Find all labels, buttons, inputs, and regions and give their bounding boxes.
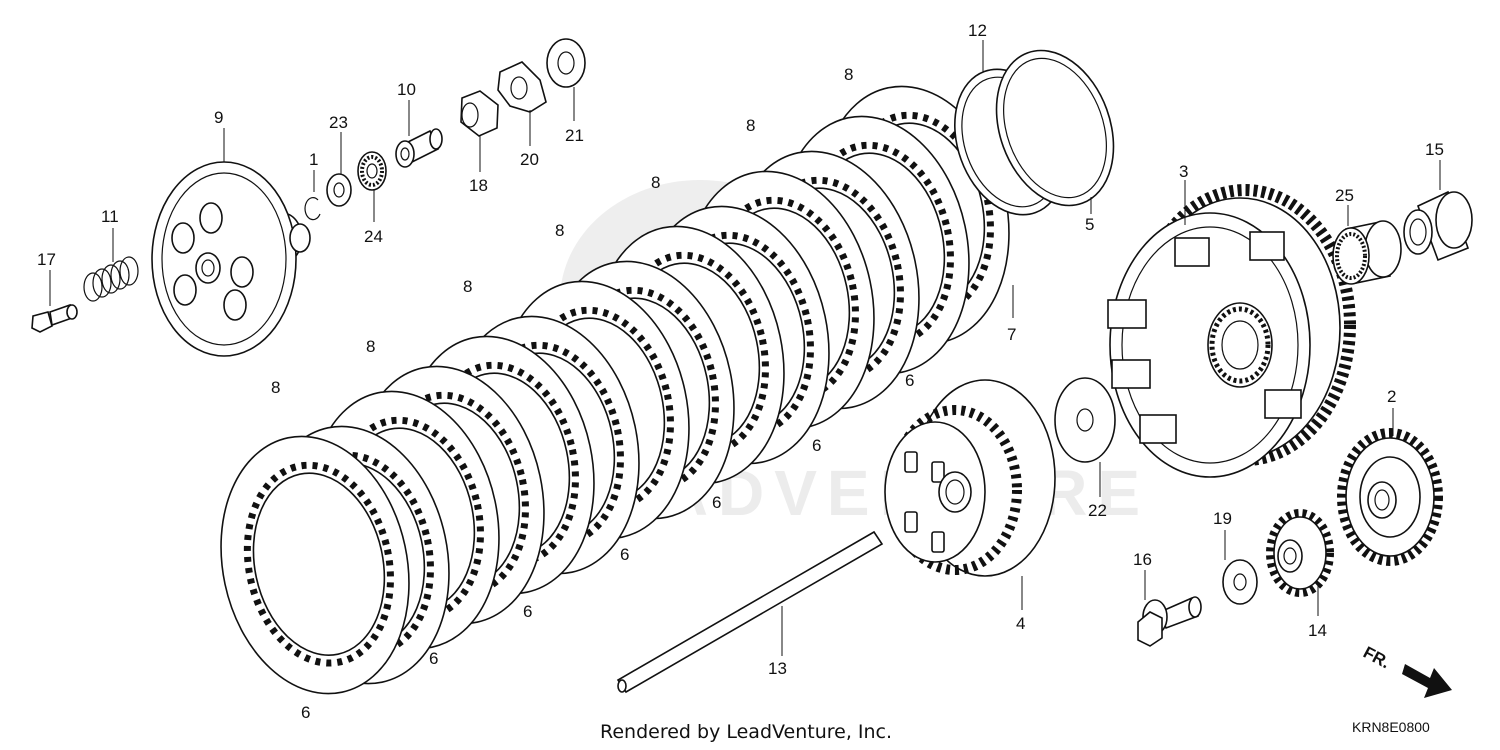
clutch-plate[interactable]: [198, 419, 432, 712]
callout-25: 25: [1335, 186, 1354, 205]
push-rod[interactable]: [616, 530, 884, 694]
callout-9: 9: [214, 108, 223, 127]
callout-12: 12: [968, 21, 987, 40]
callouts: 1 2 3 4 5 6 6 6 6 6 6 6 7 8 8 8 8 8 8 8 …: [37, 21, 1444, 722]
credit-text: Rendered by LeadVenture, Inc.: [600, 721, 892, 743]
callout-24: 24: [364, 227, 383, 246]
callout-8-c: 8: [463, 277, 472, 296]
lock-nut[interactable]: [460, 90, 499, 137]
callout-14: 14: [1308, 621, 1327, 640]
callout-7: 7: [1007, 325, 1016, 344]
callout-8-a: 8: [271, 378, 280, 397]
callout-2: 2: [1387, 387, 1396, 406]
bolt-17[interactable]: [31, 303, 78, 333]
callout-10: 10: [397, 80, 416, 99]
front-direction-label: FR.: [1360, 643, 1393, 673]
diagram-code: KRN8E0800: [1352, 719, 1430, 735]
callout-3: 3: [1179, 162, 1188, 181]
gear-14[interactable]: [1266, 509, 1334, 597]
callout-20: 20: [520, 150, 539, 169]
callout-5: 5: [1085, 215, 1094, 234]
callout-8-f: 8: [746, 116, 755, 135]
callout-13: 13: [768, 659, 787, 678]
callout-6-a: 6: [301, 703, 310, 722]
callout-18: 18: [469, 176, 488, 195]
clutch-spring[interactable]: [83, 256, 139, 302]
callout-6-d: 6: [620, 545, 629, 564]
collar[interactable]: [1403, 190, 1473, 262]
callout-22: 22: [1088, 501, 1107, 520]
callout-17: 17: [37, 250, 56, 269]
callout-11: 11: [101, 207, 119, 226]
washer-21[interactable]: [546, 38, 586, 88]
callout-19: 19: [1213, 509, 1232, 528]
pressure-plate[interactable]: [151, 161, 311, 357]
callout-6-e: 6: [712, 493, 721, 512]
primary-drive-gear[interactable]: [1337, 428, 1443, 566]
callout-8-d: 8: [555, 221, 564, 240]
callout-8-g: 8: [844, 65, 853, 84]
flange-bolt-16[interactable]: [1137, 596, 1202, 647]
callout-21: 21: [565, 126, 584, 145]
callout-8-e: 8: [651, 173, 660, 192]
thrust-washer-22[interactable]: [1054, 377, 1116, 463]
clutch-center[interactable]: [884, 379, 1056, 577]
clutch-lifter-piece[interactable]: [395, 128, 443, 168]
callout-1: 1: [309, 150, 318, 169]
washer-23[interactable]: [326, 173, 352, 207]
leader-lines: [49, 40, 1441, 656]
callout-15: 15: [1425, 140, 1444, 159]
callout-6-f: 6: [812, 436, 821, 455]
circlip[interactable]: [304, 197, 321, 221]
front-direction-arrow: FR.: [1360, 643, 1452, 698]
callout-6-g: 6: [905, 371, 914, 390]
callout-16: 16: [1133, 550, 1152, 569]
needle-bearing[interactable]: [1332, 220, 1402, 285]
callout-6-b: 6: [429, 649, 438, 668]
callout-23: 23: [329, 113, 348, 132]
clutch-outer[interactable]: [1107, 184, 1356, 478]
washer-19[interactable]: [1222, 559, 1258, 605]
callout-8-b: 8: [366, 337, 375, 356]
clutch-ring-5[interactable]: [976, 34, 1134, 222]
callout-6-c: 6: [523, 602, 532, 621]
lock-washer[interactable]: [497, 61, 547, 113]
thrust-bearing[interactable]: [357, 151, 387, 191]
clutch-plate-stack: [198, 85, 1010, 712]
callout-4: 4: [1016, 614, 1025, 633]
